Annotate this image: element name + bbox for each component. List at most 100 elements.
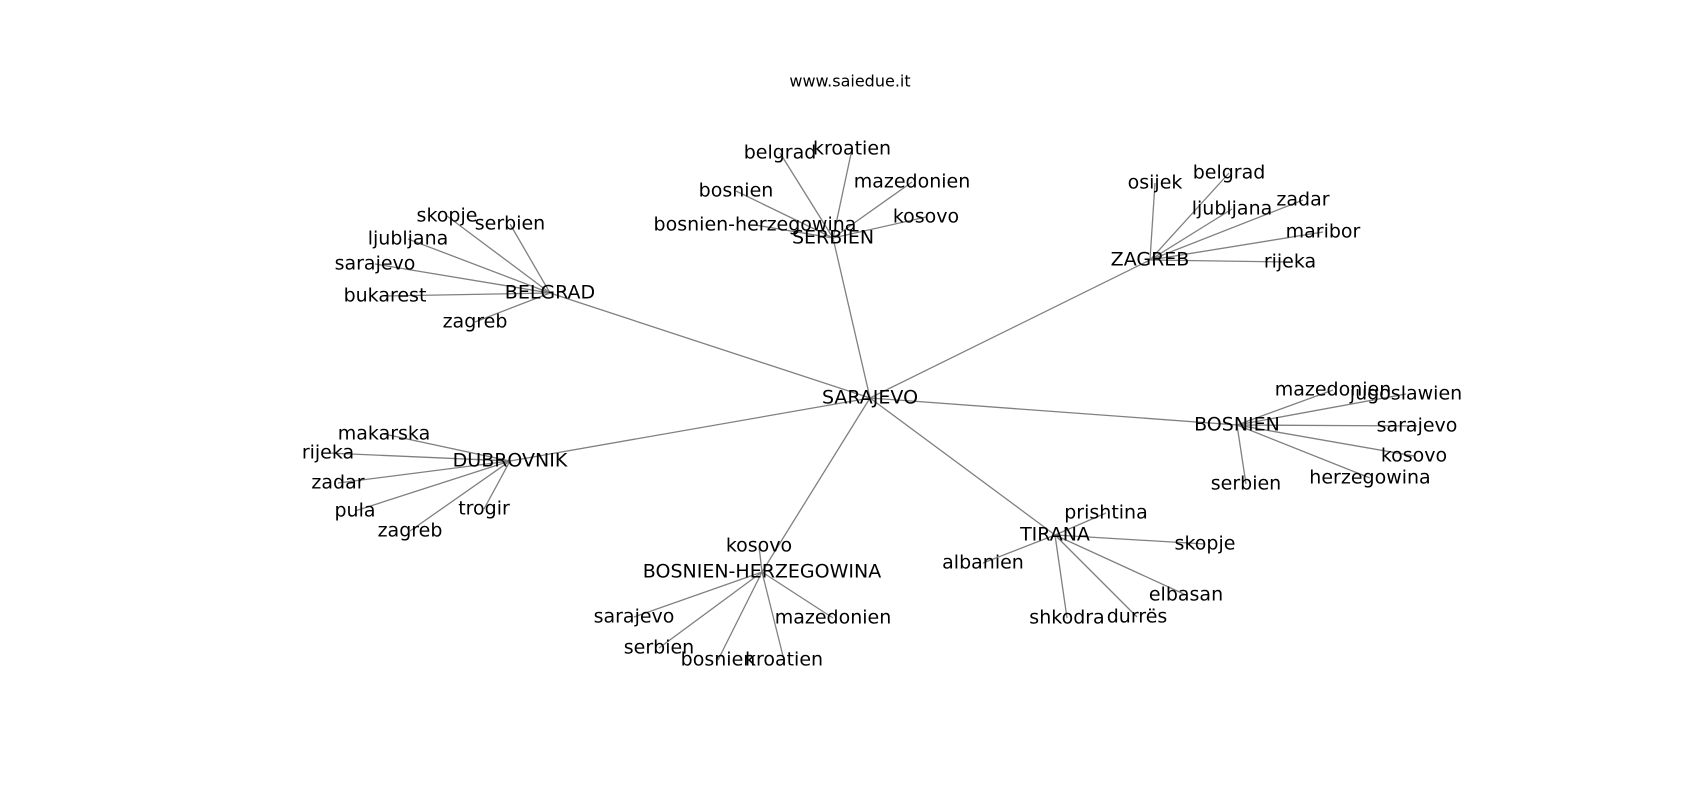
leaf-node-zagreb-0: osijek	[1128, 172, 1183, 194]
edge-tirana-albanien	[982, 534, 1056, 564]
edge-belgrad-skopje	[446, 215, 551, 294]
edge-bosnien-serbien	[1236, 424, 1247, 485]
hub-node-serbien: SERBIEN	[792, 227, 874, 249]
leaf-node-belgrad-1: serbien	[475, 213, 545, 235]
edge-dubrovnik-zagreb	[409, 460, 511, 532]
edge-belgrad-sarajevo	[374, 263, 551, 294]
edge-belgrad-zagreb	[474, 292, 551, 323]
edge-tirana-durrës	[1054, 534, 1138, 618]
edge-bosnien-herzegowina-kroatien	[761, 571, 785, 661]
leaf-node-tirana-4: shkodra	[1029, 607, 1104, 629]
edge-dubrovnik-zadar	[337, 460, 511, 484]
leaf-node-bosnien-herzegowina-5: kroatien	[745, 649, 823, 671]
edge-dubrovnik-makarska	[383, 433, 511, 462]
edge-tirana-skopje	[1054, 534, 1206, 545]
hub-node-bosnien: BOSNIEN	[1194, 414, 1280, 436]
edge-bosnien-herzegowina-bosnien	[717, 571, 763, 661]
edge-serbien-bosnien	[735, 190, 834, 239]
leaf-node-dubrovnik-4: trogir	[458, 498, 510, 520]
edge-zagreb-zadar	[1149, 199, 1304, 261]
edge-dubrovnik-rijeka	[327, 452, 511, 462]
leaf-node-serbien-4: bosnien-herzegowina	[654, 214, 857, 236]
root-node-label: SARAJEVO	[822, 387, 918, 409]
edge-zagreb-belgrad	[1149, 172, 1230, 261]
edge-zagreb-ljubljana	[1149, 208, 1233, 261]
edge-bosnien-jugoslawien	[1236, 393, 1407, 426]
edge-serbien-kroatien	[832, 148, 853, 239]
edge-bosnien-mazedonien	[1236, 389, 1334, 426]
leaf-node-belgrad-2: ljubljana	[368, 228, 449, 250]
leaf-node-dubrovnik-3: pula	[334, 500, 375, 522]
edge-serbien-bosnien-herzegowina	[754, 224, 834, 239]
leaf-node-tirana-0: prishtina	[1064, 502, 1148, 524]
edge-bosnien-herzegowina-mazedonien	[761, 571, 834, 619]
leaf-node-bosnien-0: mazedonien	[1275, 379, 1392, 401]
edge-bosnien-herzegowina-serbien	[658, 571, 763, 649]
hub-node-zagreb: ZAGREB	[1111, 249, 1190, 271]
hub-node-belgrad: BELGRAD	[505, 282, 595, 304]
leaf-node-bosnien-1: jugoslawien	[1349, 383, 1462, 405]
leaf-node-bosnien-herzegowina-1: sarajevo	[594, 606, 675, 628]
edge-belgrad-bukarest	[384, 292, 551, 297]
leaf-node-bosnien-4: herzegowina	[1309, 467, 1430, 489]
edge-root-zagreb	[869, 259, 1151, 399]
leaf-node-tirana-3: elbasan	[1149, 584, 1223, 606]
edge-tirana-prishtina	[1054, 512, 1107, 536]
leaf-node-serbien-1: kroatien	[813, 138, 891, 160]
edge-layer	[327, 148, 1418, 661]
leaf-node-serbien-0: belgrad	[744, 142, 817, 164]
leaf-node-dubrovnik-1: rijeka	[302, 442, 354, 464]
edge-bosnien-herzegowina	[1236, 424, 1371, 479]
edge-bosnien-kosovo	[1236, 424, 1415, 457]
leaf-node-belgrad-4: bukarest	[344, 285, 427, 307]
edge-belgrad-serbien	[509, 223, 551, 294]
edge-tirana-shkodra	[1054, 534, 1068, 619]
label-layer: SARAJEVOBELGRADskopjeserbienljubljanasar…	[302, 138, 1462, 671]
edge-root-tirana	[869, 397, 1056, 536]
edge-root-dubrovnik	[509, 397, 871, 462]
leaf-node-serbien-5: kosovo	[893, 206, 959, 228]
leaf-node-tirana-1: skopje	[1175, 533, 1236, 555]
edge-bosnien-sarajevo	[1236, 424, 1418, 427]
hub-node-dubrovnik: DUBROVNIK	[453, 450, 568, 472]
leaf-node-zagreb-4: maribor	[1286, 221, 1361, 243]
leaf-node-bosnien-3: kosovo	[1381, 445, 1447, 467]
edge-dubrovnik-pula	[354, 460, 511, 512]
leaf-node-dubrovnik-5: zagreb	[378, 520, 443, 542]
leaf-node-zagreb-2: ljubljana	[1192, 198, 1273, 220]
edge-zagreb-rijeka	[1149, 259, 1291, 263]
hub-node-tirana: TIRANA	[1019, 524, 1090, 546]
leaf-node-zagreb-1: belgrad	[1193, 162, 1266, 184]
leaf-node-tirana-2: albanien	[942, 552, 1024, 574]
edge-serbien-belgrad	[779, 152, 834, 239]
leaf-node-bosnien-herzegowina-2: mazedonien	[775, 607, 892, 629]
leaf-node-belgrad-0: skopje	[417, 205, 478, 227]
edge-root-bosnien	[869, 397, 1238, 426]
edge-root-bosnien-herzegowina	[761, 397, 871, 573]
edge-bosnien-herzegowina-kosovo	[758, 545, 763, 573]
leaf-node-dubrovnik-0: makarska	[338, 423, 431, 445]
leaf-node-belgrad-5: zagreb	[443, 311, 508, 333]
edge-dubrovnik-trogir	[483, 460, 511, 510]
hub-node-bosnien-herzegowina: BOSNIEN-HERZEGOWINA	[643, 561, 881, 583]
edge-root-serbien	[832, 237, 871, 399]
site-title: www.saiedue.it	[789, 72, 910, 91]
edge-tirana-elbasan	[1054, 534, 1187, 596]
edge-serbien-kosovo	[832, 216, 927, 239]
leaf-node-zagreb-3: zadar	[1276, 189, 1329, 211]
edge-serbien-mazedonien	[832, 181, 913, 239]
edge-zagreb-maribor	[1149, 231, 1324, 261]
leaf-node-belgrad-3: sarajevo	[335, 253, 416, 275]
leaf-node-serbien-3: mazedonien	[854, 171, 971, 193]
leaf-node-bosnien-2: sarajevo	[1377, 415, 1458, 437]
leaf-node-bosnien-herzegowina-3: serbien	[624, 637, 694, 659]
edge-belgrad-ljubljana	[407, 238, 551, 294]
leaf-node-dubrovnik-2: zadar	[311, 472, 364, 494]
edge-root-belgrad	[549, 292, 871, 399]
leaf-node-zagreb-5: rijeka	[1264, 251, 1316, 273]
leaf-node-serbien-2: bosnien	[699, 180, 774, 202]
leaf-node-bosnien-5: serbien	[1211, 473, 1281, 495]
leaf-node-bosnien-herzegowina-0: kosovo	[726, 535, 792, 557]
edge-bosnien-herzegowina-sarajevo	[633, 571, 763, 618]
